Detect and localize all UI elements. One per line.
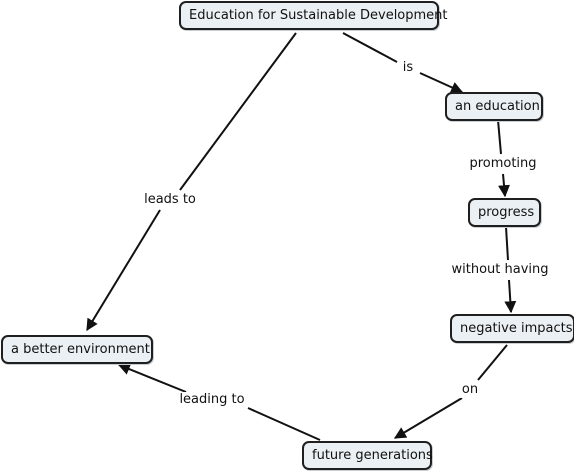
link-label-leads-to: leads to: [142, 192, 198, 208]
node-education-for-sustainable-development[interactable]: Education for Sustainable Development: [179, 1, 448, 30]
arrow-leading-to-environment: [117, 363, 187, 393]
link-label-on: on: [459, 382, 481, 398]
arrow-without-having-negative: [504, 279, 517, 314]
link-label-leading-to: leading to: [177, 392, 247, 408]
node-progress[interactable]: progress: [468, 198, 541, 227]
arrow-is-education: [419, 72, 464, 94]
node-an-education[interactable]: an education: [445, 92, 543, 121]
connector-future-leading-to: [247, 407, 321, 441]
link-label-promoting: promoting: [467, 156, 539, 172]
node-future-generations[interactable]: future generations: [302, 441, 433, 470]
connector-esd-leads-to: [179, 32, 297, 191]
arrow-leads-to-environment: [86, 209, 161, 332]
node-a-better-environment[interactable]: a better environment: [1, 335, 153, 364]
link-label-is: is: [400, 60, 416, 76]
connector-progress-without-having: [505, 226, 509, 261]
arrow-promoting-progress: [498, 173, 510, 198]
connector-negative-on: [477, 344, 508, 381]
connector-esd-is: [342, 32, 398, 63]
link-label-without-having: without having: [449, 262, 551, 278]
connector-education-promoting: [497, 119, 502, 155]
arrow-on-future: [393, 397, 463, 439]
node-negative-impacts[interactable]: negative impacts: [450, 314, 574, 343]
